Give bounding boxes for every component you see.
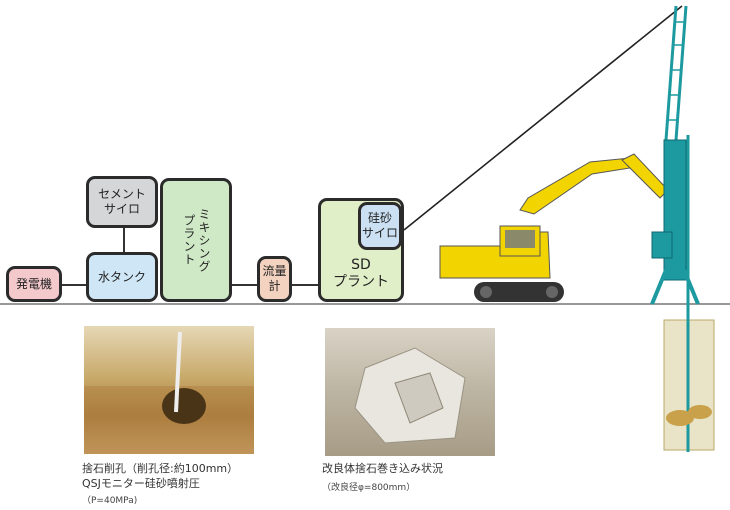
generator-box: 発電機 bbox=[6, 266, 62, 302]
track-wheel bbox=[480, 286, 492, 298]
rig-motor bbox=[651, 231, 673, 259]
mixing-plant-box: ミキシング プラント bbox=[160, 178, 232, 302]
rubble-photo bbox=[325, 328, 495, 456]
rubble-photo-art bbox=[354, 347, 466, 444]
silica-silo-box: 硅砂 サイロ bbox=[358, 202, 402, 250]
sd-plant-label: SD プラント bbox=[333, 257, 389, 290]
right-caption-line1: 改良体捨石巻き込み状況 bbox=[322, 462, 443, 475]
excavator-boom bbox=[519, 157, 631, 215]
jet-monitor bbox=[666, 410, 694, 426]
flowmeter-box: 流量 計 bbox=[257, 256, 292, 302]
rig-mast-left bbox=[664, 5, 678, 141]
borehole-photo-art bbox=[84, 331, 254, 454]
left-caption-line3: （P=40MPa) bbox=[82, 496, 138, 506]
jet-monitor bbox=[688, 405, 712, 419]
cement-silo-box: セメント サイロ bbox=[86, 176, 158, 228]
rig-leg-right bbox=[682, 269, 700, 305]
rig-column bbox=[663, 139, 687, 281]
silica-silo-label: 硅砂 サイロ bbox=[361, 211, 398, 240]
borehole-photo bbox=[84, 326, 254, 454]
left-caption-line1: 捨石削孔（削孔径:約100mm） bbox=[82, 462, 239, 475]
track-wheel bbox=[546, 286, 558, 298]
rig-leg-left bbox=[650, 269, 668, 305]
cement-silo-label: セメント サイロ bbox=[98, 187, 146, 216]
left-caption-line2: QSJモニター硅砂噴射圧 bbox=[82, 477, 200, 490]
water-tank-label: 水タンク bbox=[97, 269, 146, 284]
water-tank-box: 水タンク bbox=[86, 252, 158, 302]
excavator-arm bbox=[621, 153, 669, 199]
excavator-track bbox=[474, 282, 564, 302]
mixing-plant-label: ミキシング プラント bbox=[182, 207, 211, 273]
right-caption-line2: （改良径φ=800mm） bbox=[322, 483, 416, 493]
excavator-window bbox=[505, 230, 535, 248]
rig-mast-right bbox=[674, 5, 688, 141]
flowmeter-label: 流量 計 bbox=[262, 264, 287, 293]
generator-label: 発電機 bbox=[15, 276, 52, 291]
cable-line bbox=[403, 5, 683, 231]
